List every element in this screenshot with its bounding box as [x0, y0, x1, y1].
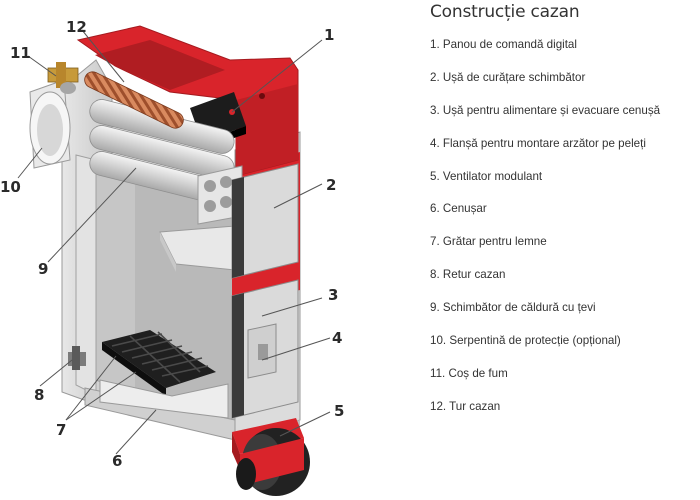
flow-pipe — [47, 62, 79, 94]
callout-9: 9 — [38, 260, 48, 278]
return-pipe — [68, 346, 86, 370]
wood-grate — [102, 330, 216, 396]
callout-leaders — [17, 29, 331, 455]
callout-1: 1 — [324, 26, 334, 44]
callout-5: 5 — [334, 402, 344, 420]
cleaning-door — [231, 163, 299, 279]
legend-item: 7. Grătar pentru lemne — [430, 235, 547, 249]
callout-11: 11 — [10, 44, 31, 62]
callout-12: 12 — [66, 18, 87, 36]
callout-6: 6 — [112, 452, 122, 470]
legend-item: 2. Ușă de curățare schimbător — [430, 70, 586, 84]
legend-title: Construcție cazan — [430, 2, 580, 22]
callout-10: 10 — [0, 178, 21, 196]
boiler-cutaway-diagram: 1 2 3 4 5 6 7 8 9 10 11 12 — [0, 18, 344, 496]
heat-exchanger-tubes — [89, 99, 243, 225]
chimney-outlet — [29, 79, 71, 169]
legend-item: 5. Ventilator modulant — [430, 169, 543, 183]
callout-2: 2 — [326, 176, 336, 194]
callout-4: 4 — [332, 329, 342, 347]
callout-3: 3 — [328, 286, 338, 304]
legend-list: 1. Panou de comandă digital 2. Ușă de cu… — [430, 36, 700, 431]
legend-item: 11. Coș de fum — [430, 366, 508, 380]
ash-tray — [99, 379, 229, 419]
legend-item: 10. Serpentină de protecție (opțional) — [430, 334, 621, 348]
loading-door — [231, 279, 299, 419]
callout-7: 7 — [56, 421, 66, 439]
protection-coil — [84, 71, 184, 129]
legend-item: 6. Cenușar — [430, 202, 487, 216]
legend-item: 4. Flanșă pentru montare arzător pe pele… — [430, 136, 646, 150]
legend-item: 9. Schimbător de căldură cu țevi — [430, 301, 596, 315]
legend-panel: Construcție cazan 1. Panou de comandă di… — [430, 0, 700, 500]
legend-item: 3. Ușă pentru alimentare și evacuare cen… — [430, 103, 661, 117]
legend-item: 8. Retur cazan — [430, 268, 506, 282]
legend-item: 12. Tur cazan — [430, 399, 501, 413]
callout-8: 8 — [34, 386, 44, 404]
modulating-fan — [232, 418, 310, 496]
legend-item: 1. Panou de comandă digital — [430, 38, 577, 51]
